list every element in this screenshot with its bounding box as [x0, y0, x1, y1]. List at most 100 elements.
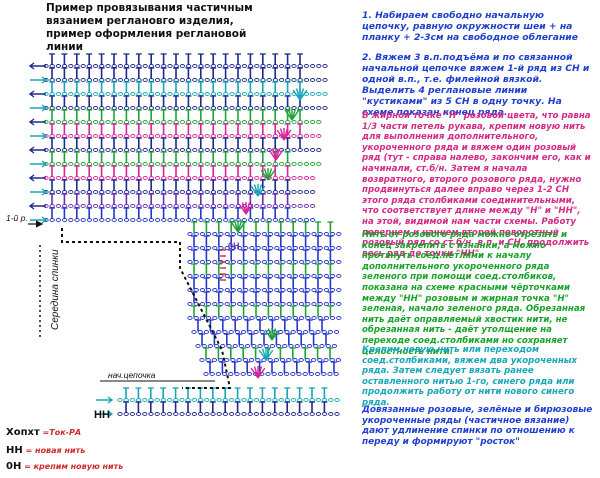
chain-stitch	[244, 344, 251, 348]
chain-stitch	[298, 302, 305, 306]
chain-stitch	[215, 372, 222, 376]
chain-stitch	[254, 134, 260, 138]
chain-stitch	[278, 78, 285, 82]
chain-stitch	[55, 148, 62, 152]
chain-stitch	[80, 162, 86, 166]
chain-stitch	[224, 288, 230, 292]
chain-stitch	[179, 120, 186, 124]
chain-stitch	[105, 120, 111, 124]
chain-stitch	[92, 218, 99, 222]
dc-row	[191, 235, 334, 247]
chain-stitch	[309, 120, 316, 124]
chain-stitch	[311, 246, 317, 250]
chain-stitch	[241, 106, 248, 110]
chain-stitch	[322, 78, 328, 82]
chain-stitch	[179, 148, 186, 152]
dc-row	[49, 179, 291, 191]
chain-stitch	[316, 92, 322, 96]
chain-stitch	[240, 372, 246, 376]
chain-stitch	[336, 274, 342, 278]
chain-stitch	[261, 316, 268, 320]
chain-stitch	[204, 64, 210, 68]
fan-stitch	[275, 149, 284, 161]
chain-stitch	[333, 330, 340, 334]
chain-stitch	[274, 288, 280, 292]
chain-stitch	[336, 316, 342, 320]
chain-stitch	[105, 106, 111, 110]
chain-stitch	[266, 218, 272, 222]
chain-stitch	[261, 288, 268, 292]
chain-row	[43, 106, 328, 110]
chain-stitch	[298, 232, 305, 236]
chain-stitch	[130, 92, 136, 96]
chain-stitch	[216, 92, 223, 96]
chain-stitch	[92, 134, 99, 138]
chain-stitch	[241, 162, 248, 166]
chain-stitch	[142, 190, 148, 194]
chain-stitch	[335, 358, 342, 362]
chain-stitch	[323, 260, 330, 264]
chain-stitch	[311, 302, 317, 306]
chain-stitch	[92, 106, 99, 110]
chain-stitch	[229, 176, 235, 180]
chain-stitch	[80, 190, 86, 194]
chain-stitch	[179, 92, 186, 96]
chain-stitch	[142, 92, 148, 96]
chain-stitch	[278, 176, 285, 180]
chain-stitch	[303, 106, 310, 110]
chain-stitch	[297, 204, 303, 208]
chain-stitch	[303, 78, 310, 82]
raglan-fan	[250, 184, 266, 197]
chain-stitch	[308, 372, 315, 376]
chain-stitch	[249, 260, 255, 264]
chain-row	[43, 176, 316, 180]
chain-stitch	[229, 190, 235, 194]
chain-stitch	[236, 232, 243, 236]
chain-stitch	[55, 92, 62, 96]
chain-stitch	[216, 176, 223, 180]
chain-stitch	[323, 232, 330, 236]
chain-stitch	[130, 106, 136, 110]
chain-stitch	[303, 120, 310, 124]
chain-stitch	[204, 218, 210, 222]
legend-attach-yarn-symbol: 0Н	[6, 461, 22, 472]
fan-stitch	[299, 89, 308, 101]
chain-stitch	[179, 134, 186, 138]
chain-stitch	[286, 302, 292, 306]
chain-stitch	[192, 92, 198, 96]
chain-stitch	[302, 372, 308, 376]
chain-stitch	[336, 260, 342, 264]
chain-stitch	[336, 302, 342, 306]
chain-stitch	[199, 246, 206, 250]
dc-row	[49, 81, 303, 93]
chain-stitch	[290, 330, 296, 334]
chain-stitch	[266, 106, 272, 110]
chain-stitch	[286, 274, 292, 278]
dc-row	[123, 387, 328, 399]
chain-stitch	[291, 204, 297, 208]
chain-stitch	[68, 204, 74, 208]
chain-row	[195, 344, 338, 348]
chain-stitch	[309, 162, 316, 166]
chain-stitch	[192, 162, 198, 166]
chain-stitch	[179, 162, 186, 166]
chain-stitch	[167, 120, 173, 124]
chain-stitch	[92, 148, 99, 152]
chain-stitch	[221, 372, 228, 376]
chain-stitch	[296, 372, 302, 376]
chain-stitch	[117, 64, 124, 68]
chain-stitch	[117, 218, 124, 222]
chain-stitch	[199, 358, 205, 362]
chain-stitch	[130, 190, 136, 194]
chain-stitch	[254, 106, 260, 110]
chain-stitch	[241, 92, 248, 96]
chain-stitch	[216, 412, 222, 416]
chain-stitch	[315, 398, 322, 402]
chain-row	[43, 78, 328, 82]
chain-stitch	[236, 316, 243, 320]
chain-stitch	[199, 260, 206, 264]
chain-stitch	[241, 218, 248, 222]
legend-ch: Хопхт =Ток-РА	[6, 427, 81, 438]
chain-stitch	[212, 232, 218, 236]
chain-stitch	[154, 64, 161, 68]
